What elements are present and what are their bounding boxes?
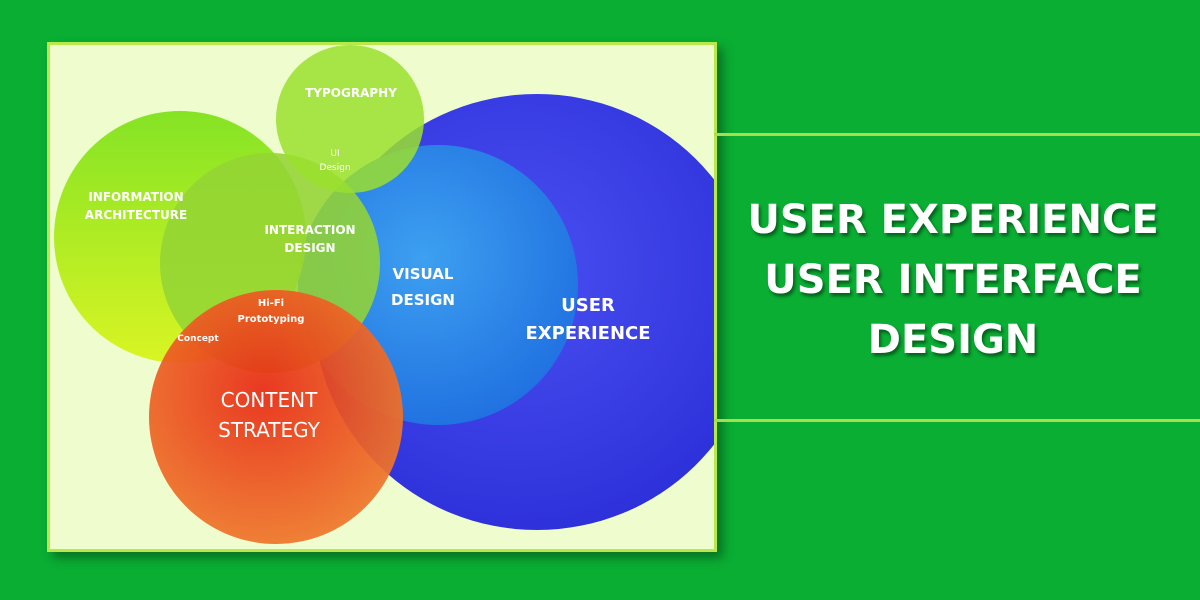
typography-label: TYPOGRAPHY	[305, 86, 397, 100]
interaction-design-label: DESIGN	[284, 241, 335, 255]
bottom-divider-line	[714, 419, 1200, 422]
visual-design-label: VISUAL	[393, 265, 454, 283]
user-experience-label: EXPERIENCE	[525, 323, 650, 344]
content-strategy-circle	[149, 290, 403, 544]
headline-line-3: DESIGN	[867, 317, 1039, 363]
headline-line-2: USER INTERFACE	[764, 257, 1142, 303]
typography-circle	[276, 45, 424, 193]
interaction-design-label: INTERACTION	[264, 223, 355, 237]
hifi-prototyping-label: Prototyping	[238, 314, 305, 325]
top-divider-line	[714, 133, 1200, 136]
ui-design-label: Design	[319, 163, 350, 173]
content-strategy-label: STRATEGY	[218, 418, 320, 442]
venn-diagram: TYPOGRAPHY UI Design INFORMATION ARCHITE…	[54, 45, 714, 544]
user-experience-label: USER	[561, 295, 615, 316]
headline-line-1: USER EXPERIENCE	[747, 197, 1159, 243]
visual-design-label: DESIGN	[391, 291, 455, 309]
information-architecture-label: INFORMATION	[88, 190, 183, 204]
information-architecture-label: ARCHITECTURE	[85, 208, 187, 222]
headline: USER EXPERIENCE USER INTERFACE DESIGN	[716, 190, 1190, 370]
hifi-prototyping-label: Hi-Fi	[258, 298, 284, 309]
venn-diagram-panel: TYPOGRAPHY UI Design INFORMATION ARCHITE…	[47, 42, 717, 552]
concept-label: Concept	[177, 334, 219, 344]
content-strategy-label: CONTENT	[221, 388, 318, 412]
ui-design-label: UI	[330, 149, 339, 159]
